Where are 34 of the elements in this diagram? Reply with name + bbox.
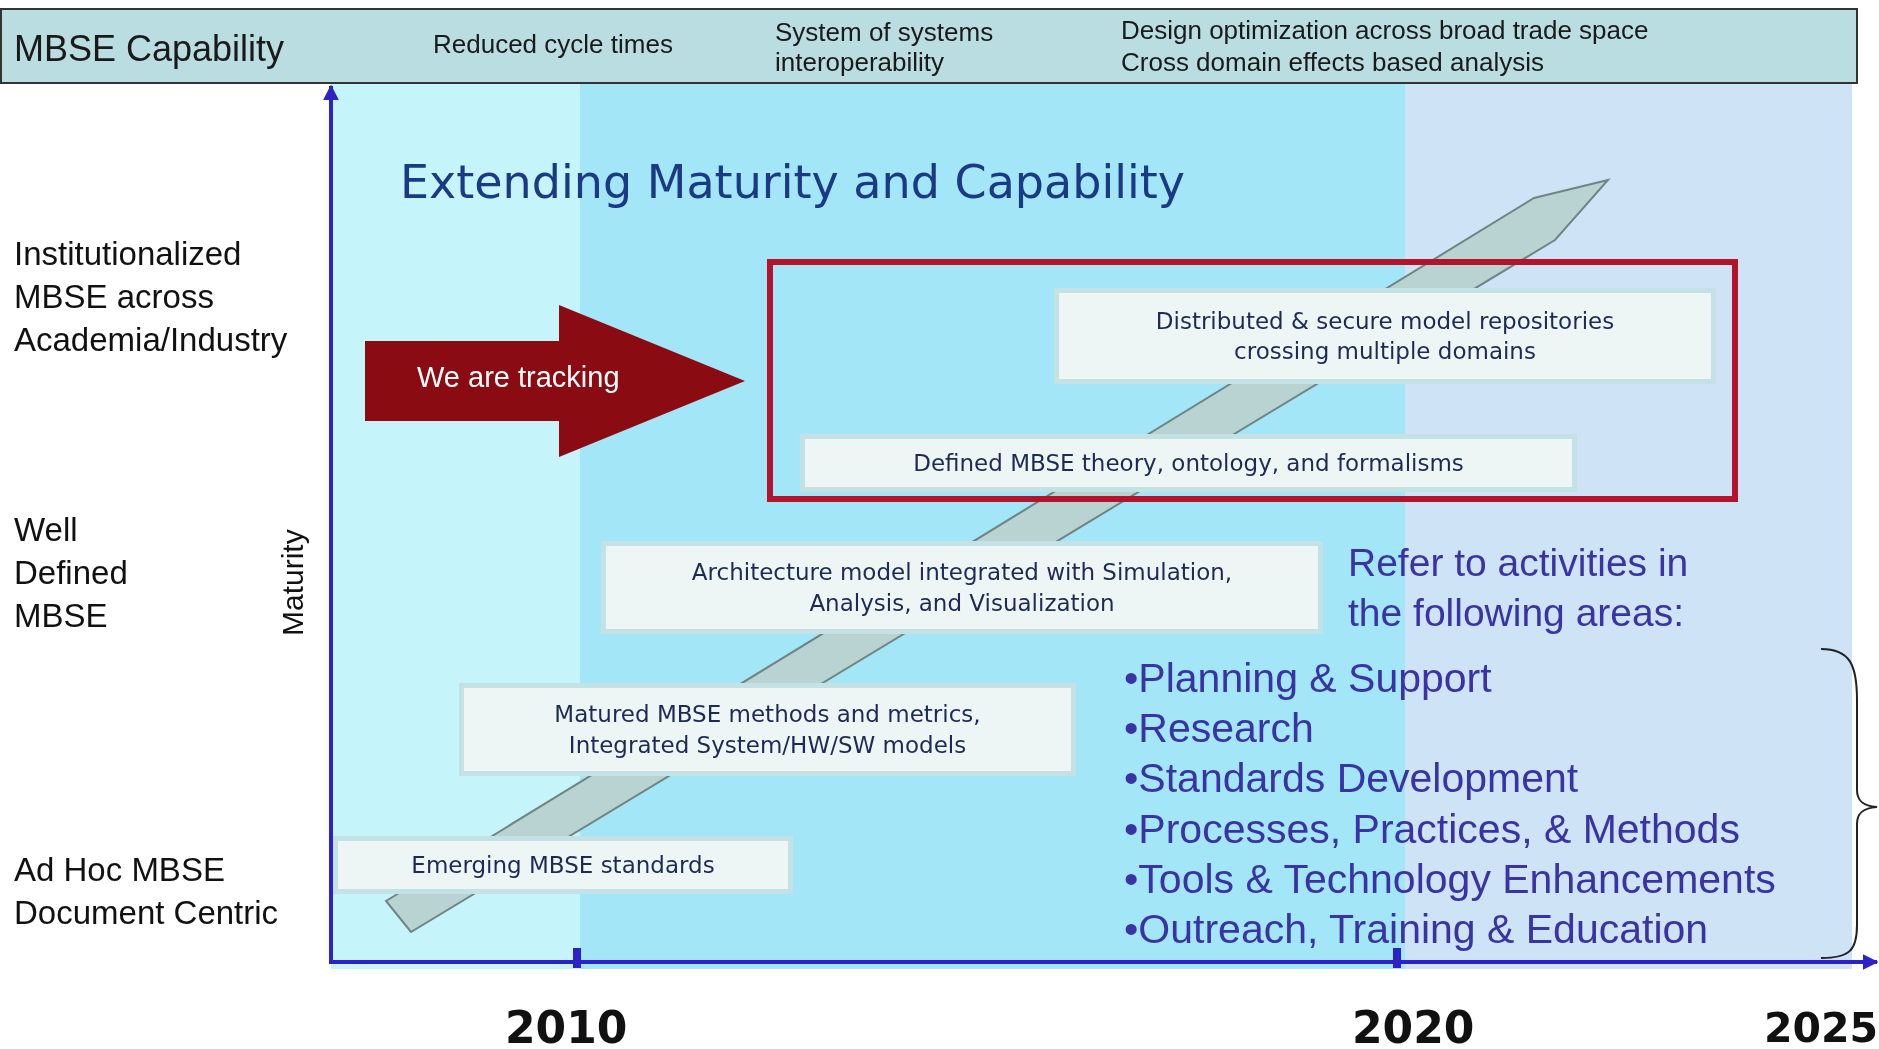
header-text: Cross domain effects based analysis — [1121, 48, 1544, 78]
milestone-box — [800, 434, 1577, 492]
axis-title: Maturity — [276, 529, 310, 636]
bullet-item: •Research — [1124, 705, 1314, 752]
bullet-item: •Tools & Technology Enhancements — [1124, 856, 1776, 903]
year-label: 2010 — [505, 1002, 628, 1049]
callout-arrow — [365, 305, 745, 457]
highlight-frame — [767, 259, 1738, 502]
milestone-text: Emerging MBSE standards — [411, 850, 715, 880]
maturity-level: Well Defined MBSE — [14, 510, 129, 636]
milestone-text: Matured MBSE methods and metrics, Integrated System/HW/SW models — [554, 700, 981, 760]
milestone-text: Architecture model integrated with Simulation, Analysis, and Visualization — [690, 558, 1234, 618]
bullet-item: •Planning & Support — [1124, 655, 1492, 702]
header-bar — [0, 8, 1858, 84]
note-text: Refer to activities in the following areas: — [1348, 540, 1690, 636]
year-label: 2025 — [1764, 1004, 1879, 1049]
milestone-box — [1054, 288, 1716, 384]
bullet-item: •Outreach, Training & Education — [1124, 906, 1709, 953]
arrow-label: We are tracking — [417, 361, 620, 394]
year-label: 2020 — [1352, 1002, 1475, 1049]
diagram-title: Extending Maturity and Capability — [400, 155, 1186, 209]
bullet-item: •Processes, Practices, & Methods — [1124, 806, 1740, 853]
header-text: MBSE Capability — [14, 28, 285, 70]
header-text: Reduced cycle times — [433, 30, 673, 60]
maturity-level: Ad Hoc MBSE Document Centric — [14, 850, 280, 933]
header-text: Design optimization across broad trade space — [1121, 16, 1649, 46]
milestone-text: Defined MBSE theory, ontology, and formalisms — [913, 448, 1464, 478]
maturity-level: Institutionalized MBSE across Academia/Industry — [14, 234, 289, 360]
milestone-box — [459, 683, 1076, 776]
header-text: System of systems interoperability — [775, 18, 995, 78]
milestone-box — [601, 541, 1323, 634]
milestone-text: Distributed & secure model repositories crossing multiple domains — [1154, 306, 1616, 366]
bullet-item: •Standards Development — [1124, 755, 1579, 802]
milestone-box — [333, 836, 793, 894]
